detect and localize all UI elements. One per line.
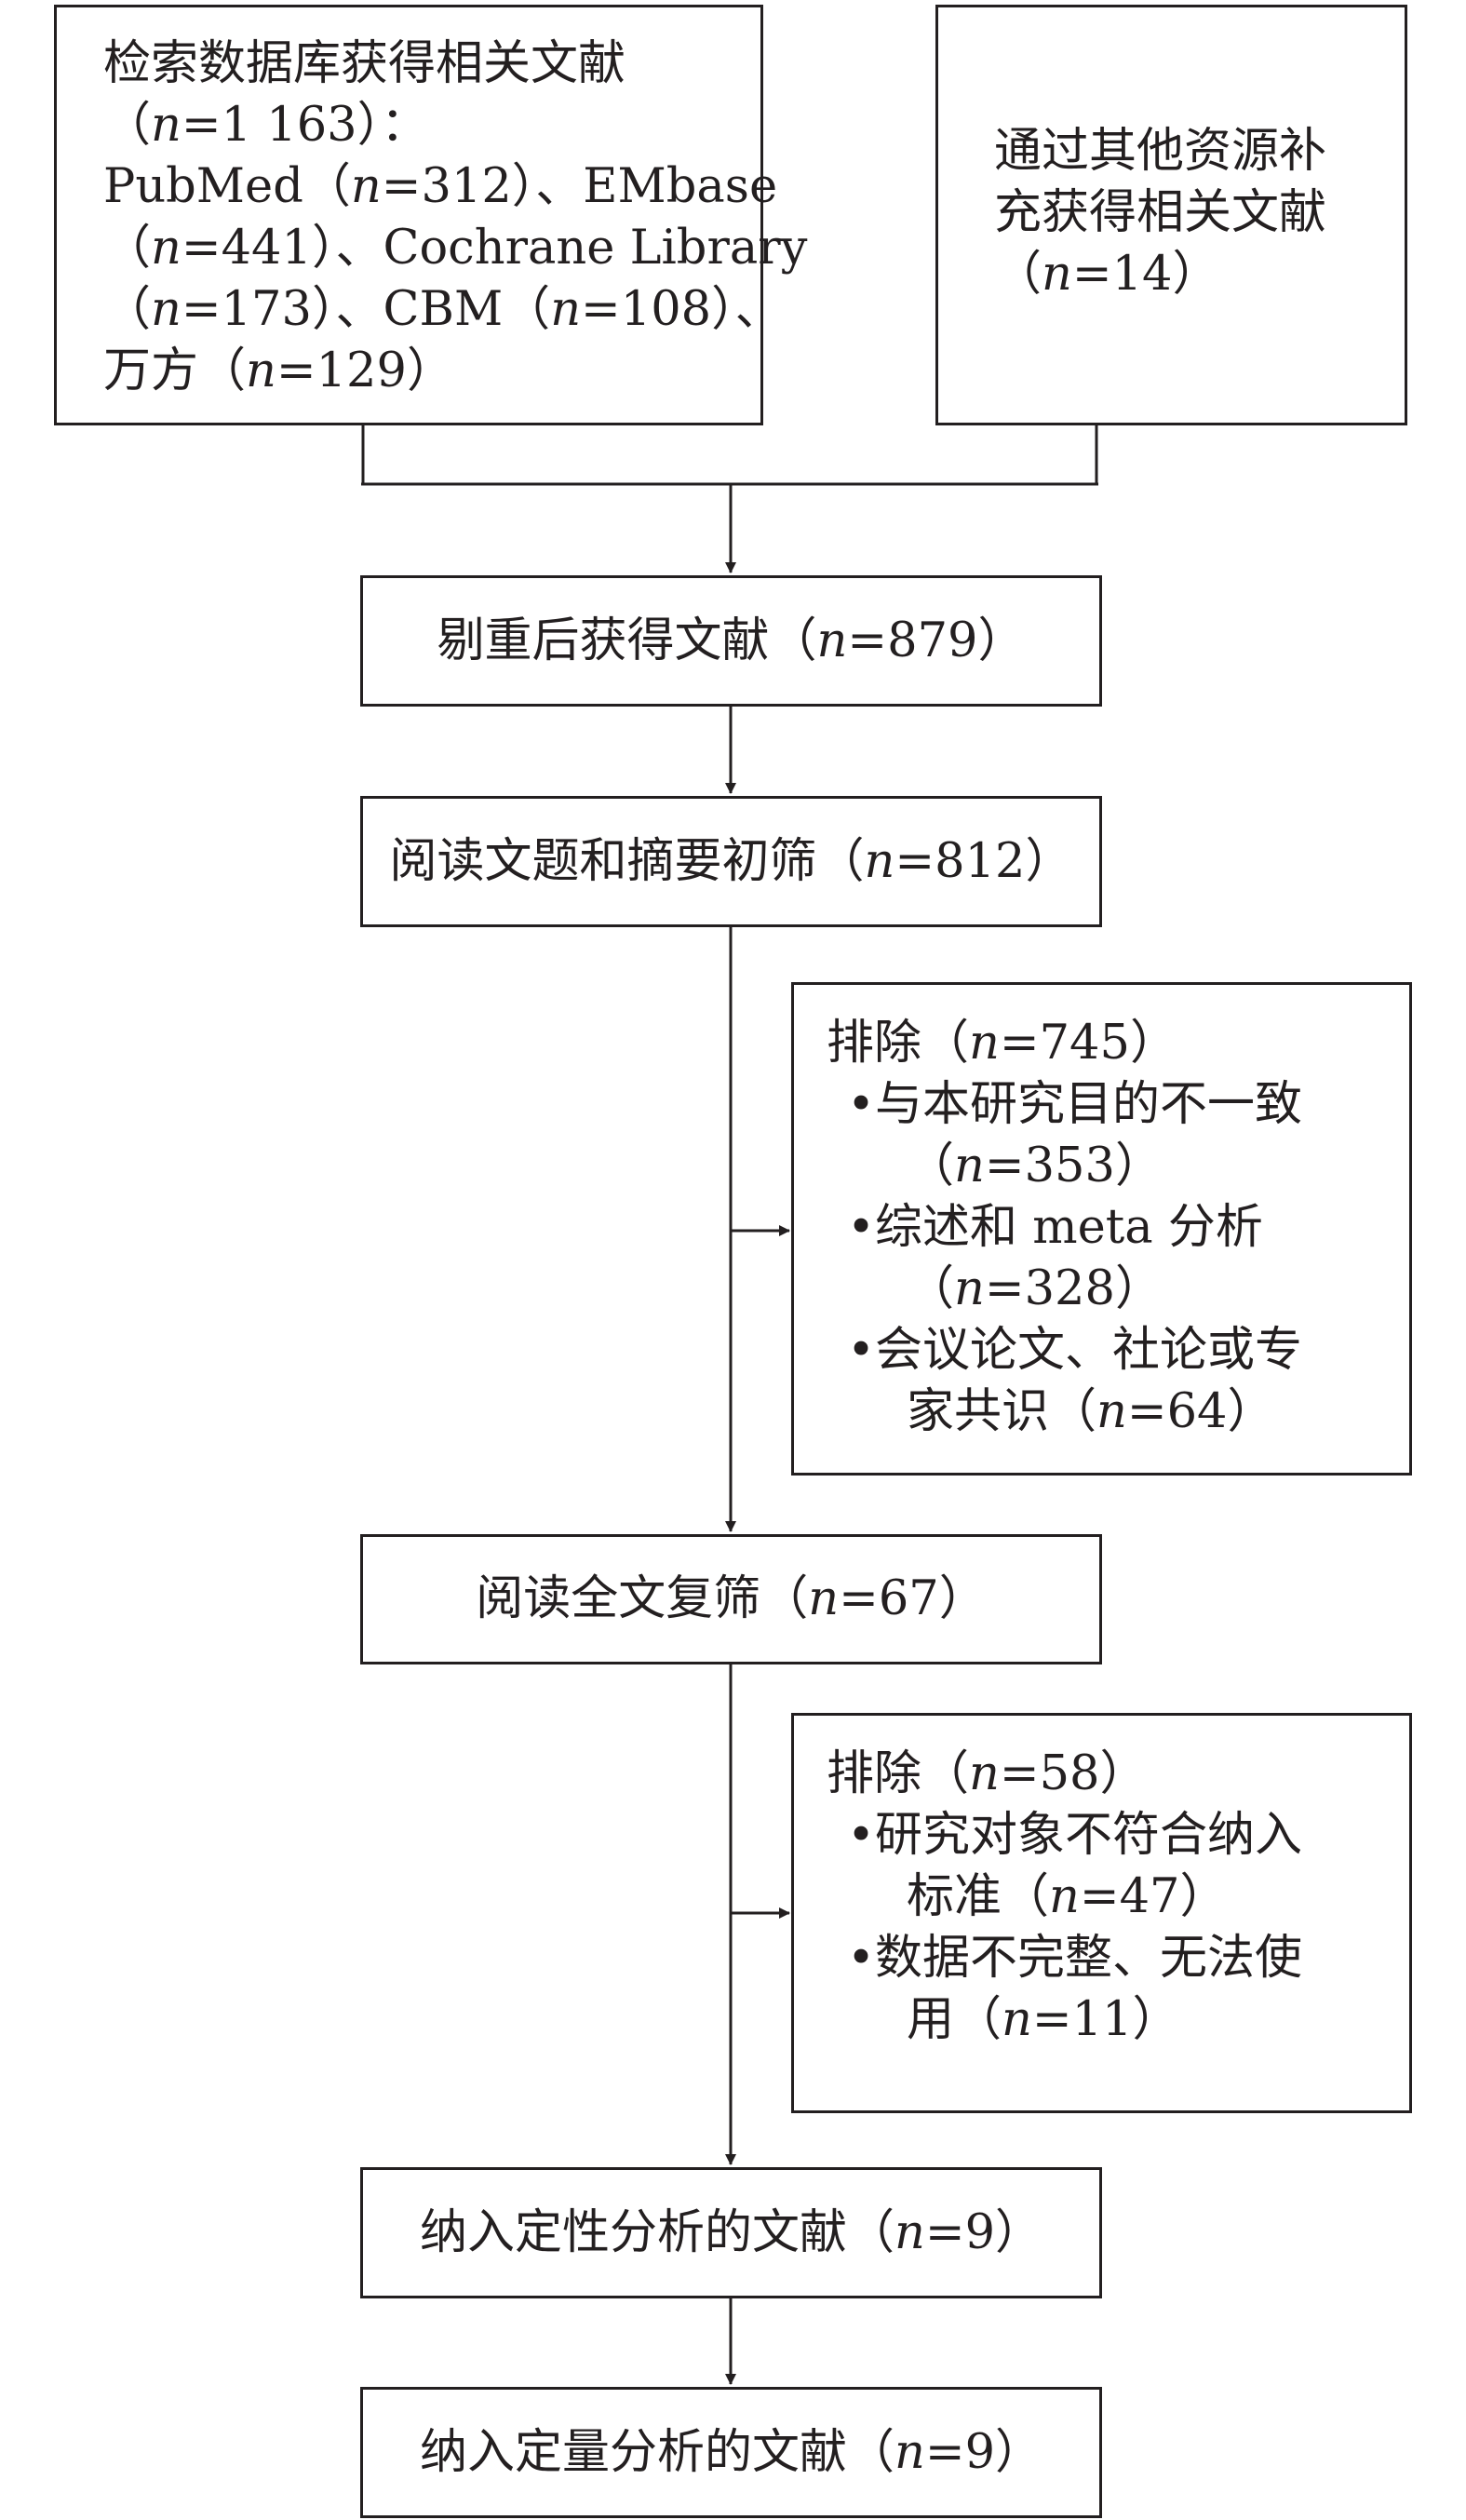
box-database-search: 检索数据库获得相关文献 （n=1 163）： PubMed（n=312）、EMb… bbox=[54, 5, 808, 425]
box-exclusion-1: 排除（n=745） 与本研究目的不一致 （n=353） 综述和 meta 分析 … bbox=[791, 982, 1412, 1476]
exclusion-2-item-1-count: 标准（n=47） bbox=[907, 1869, 1228, 1924]
exclusion-2-item-2-count: 用（n=11） bbox=[907, 1992, 1180, 2047]
other-line-1: 通过其他资源补 bbox=[994, 124, 1327, 179]
box-exclusion-2: 排除（n=58） 研究对象不符合纳入 标准（n=47） 数据不完整、无法使 用（… bbox=[791, 1713, 1412, 2113]
db-line-2: （n=1 163）： bbox=[103, 98, 429, 153]
exclusion-1-item-3-count: 家共识（n=64） bbox=[907, 1384, 1275, 1439]
db-line-6: 万方（n=129） bbox=[103, 344, 454, 398]
box-quantitative-synthesis: 纳入定量分析的文献（n=9） bbox=[360, 2387, 1102, 2518]
box-full-text-screening: 阅读全文复筛（n=67） bbox=[360, 1534, 1102, 1664]
full-text-text: 阅读全文复筛（n=67） bbox=[476, 1571, 987, 1626]
dedup-text: 剔重后获得文献（n=879） bbox=[437, 613, 1026, 668]
box-deduplicated: 剔重后获得文献（n=879） bbox=[360, 575, 1102, 707]
title-abstract-text: 阅读文题和摘要初筛（n=812） bbox=[389, 833, 1073, 889]
exclusion-2-item-1: 研究对象不符合纳入 bbox=[827, 1805, 1409, 1866]
quantitative-text: 纳入定量分析的文献（n=9） bbox=[419, 2424, 1043, 2480]
exclusion-1-heading: 排除（n=745） bbox=[827, 1016, 1177, 1071]
other-line-2: 充获得相关文献 bbox=[994, 185, 1327, 240]
exclusion-2-item-2: 数据不完整、无法使 bbox=[827, 1928, 1409, 1989]
db-line-1: 检索数据库获得相关文献 bbox=[103, 36, 626, 91]
exclusion-1-item-2-count: （n=328） bbox=[907, 1261, 1163, 1316]
exclusion-1-item-3: 会议论文、社论或专 bbox=[827, 1320, 1409, 1381]
qualitative-text: 纳入定性分析的文献（n=9） bbox=[419, 2204, 1043, 2260]
exclusion-1-item-1: 与本研究目的不一致 bbox=[827, 1074, 1409, 1136]
box-title-abstract-screening: 阅读文题和摘要初筛（n=812） bbox=[360, 796, 1102, 927]
other-line-3: （n=14） bbox=[994, 247, 1220, 302]
exclusion-1-item-2: 综述和 meta 分析 bbox=[827, 1197, 1409, 1259]
db-line-4: （n=441）、Cochrane Library bbox=[103, 221, 808, 276]
box-qualitative-synthesis: 纳入定性分析的文献（n=9） bbox=[360, 2167, 1102, 2298]
exclusion-2-heading: 排除（n=58） bbox=[827, 1746, 1148, 1801]
db-line-3: PubMed（n=312）、EMbase bbox=[103, 159, 778, 214]
db-line-5: （n=173）、CBM（n=108）、 bbox=[103, 282, 783, 337]
exclusion-1-item-1-count: （n=353） bbox=[907, 1139, 1163, 1193]
box-other-sources: 通过其他资源补 充获得相关文献 （n=14） bbox=[935, 5, 1407, 425]
